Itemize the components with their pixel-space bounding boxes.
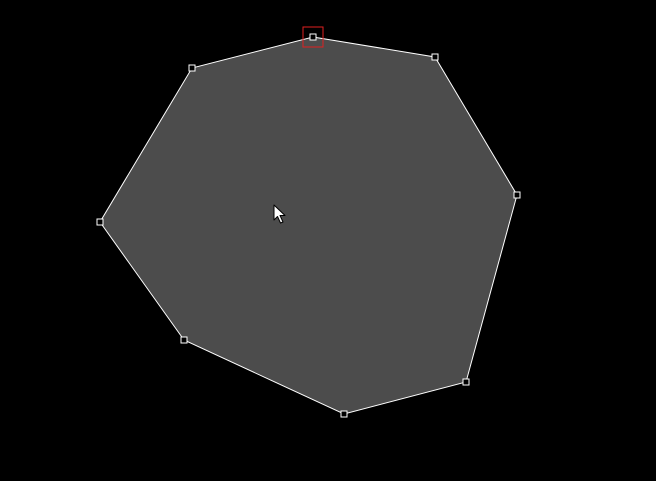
selected-vertex-highlight: [302, 26, 324, 48]
vertex-handle[interactable]: [188, 64, 196, 72]
vertex-handle[interactable]: [96, 218, 104, 226]
vertex-handle[interactable]: [309, 33, 317, 41]
vertex-handle[interactable]: [513, 191, 521, 199]
vertex-handle[interactable]: [180, 336, 188, 344]
vertex-handle[interactable]: [340, 410, 348, 418]
vertex-handle[interactable]: [431, 53, 439, 61]
vertex-handles: [96, 33, 521, 418]
arrow-pointer-icon: [273, 204, 286, 224]
vertex-handle[interactable]: [462, 378, 470, 386]
